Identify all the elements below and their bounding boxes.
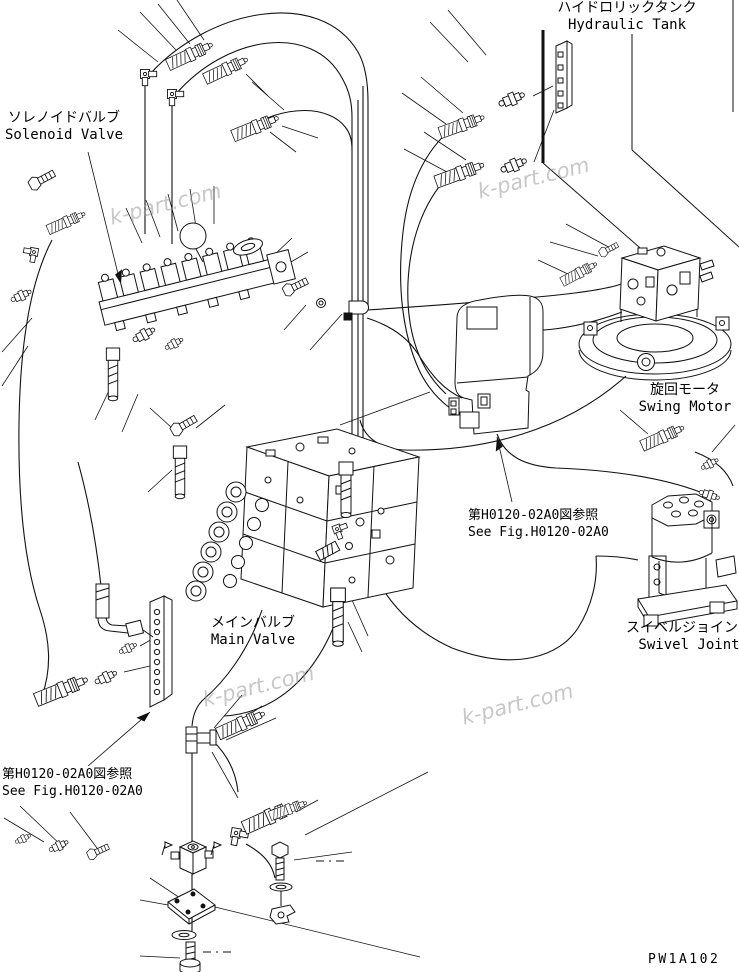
see-fig-bottom-label-en: See Fig.H0120-02A0: [2, 784, 143, 799]
cover-bracket-drawing: [448, 294, 544, 435]
main-valve-label: メインバルブ Main Valve: [211, 615, 295, 649]
solenoid-valve-label-ja: ソレノイドバルブ: [7, 110, 120, 126]
main-valve-label-en: Main Valve: [210, 632, 296, 648]
fittings-and-bolts: [8, 37, 722, 862]
swing-motor-drawing: [578, 245, 732, 381]
hydraulic-tank-label-ja: ハイドロリックタンク: [557, 0, 697, 16]
return-manifold-drawing: [95, 583, 173, 708]
swing-motor-label-en: Swing Motor: [638, 399, 732, 415]
solenoid-valve-label: ソレノイドバルブ Solenoid Valve: [5, 110, 123, 144]
see-fig-bottom-label: 第H0120-02A0図参照 See Fig.H0120-02A0: [2, 766, 143, 800]
swing-motor-label: 旋回モータ Swing Motor: [639, 382, 732, 416]
bottom-assembly-drawing: [167, 726, 344, 972]
main-valve-label-ja: メインバルブ: [210, 615, 295, 631]
hydraulic-tank-label-en: Hydraulic Tank: [567, 17, 687, 33]
solenoid-valve-label-en: Solenoid Valve: [4, 127, 124, 143]
swivel-joint-label-en: Swivel Joint: [638, 637, 739, 653]
solenoid-valve-drawing: [97, 222, 296, 402]
see-fig-swing-label-ja: 第H0120-02A0図参照: [468, 508, 599, 523]
see-fig-bottom-label-ja: 第H0120-02A0図参照: [2, 767, 133, 782]
drawing-code: PW1A102: [648, 952, 721, 967]
hydraulic-tank-label: ハイドロリックタンク Hydraulic Tank: [557, 0, 696, 34]
swivel-joint-label-ja: スイベルジョイント: [626, 620, 739, 636]
swivel-joint-label: スイベルジョイント Swivel Joint: [626, 620, 739, 654]
main-valve-drawing: [185, 428, 421, 608]
see-fig-swing-label-en: See Fig.H0120-02A0: [468, 525, 609, 540]
hose-runs: [18, 12, 734, 931]
swivel-joint-drawing: [637, 493, 738, 627]
swing-motor-label-ja: 旋回モータ: [650, 382, 720, 398]
see-fig-swing-label: 第H0120-02A0図参照 See Fig.H0120-02A0: [468, 507, 609, 541]
hydraulic-tank-drawing: [541, 0, 739, 262]
